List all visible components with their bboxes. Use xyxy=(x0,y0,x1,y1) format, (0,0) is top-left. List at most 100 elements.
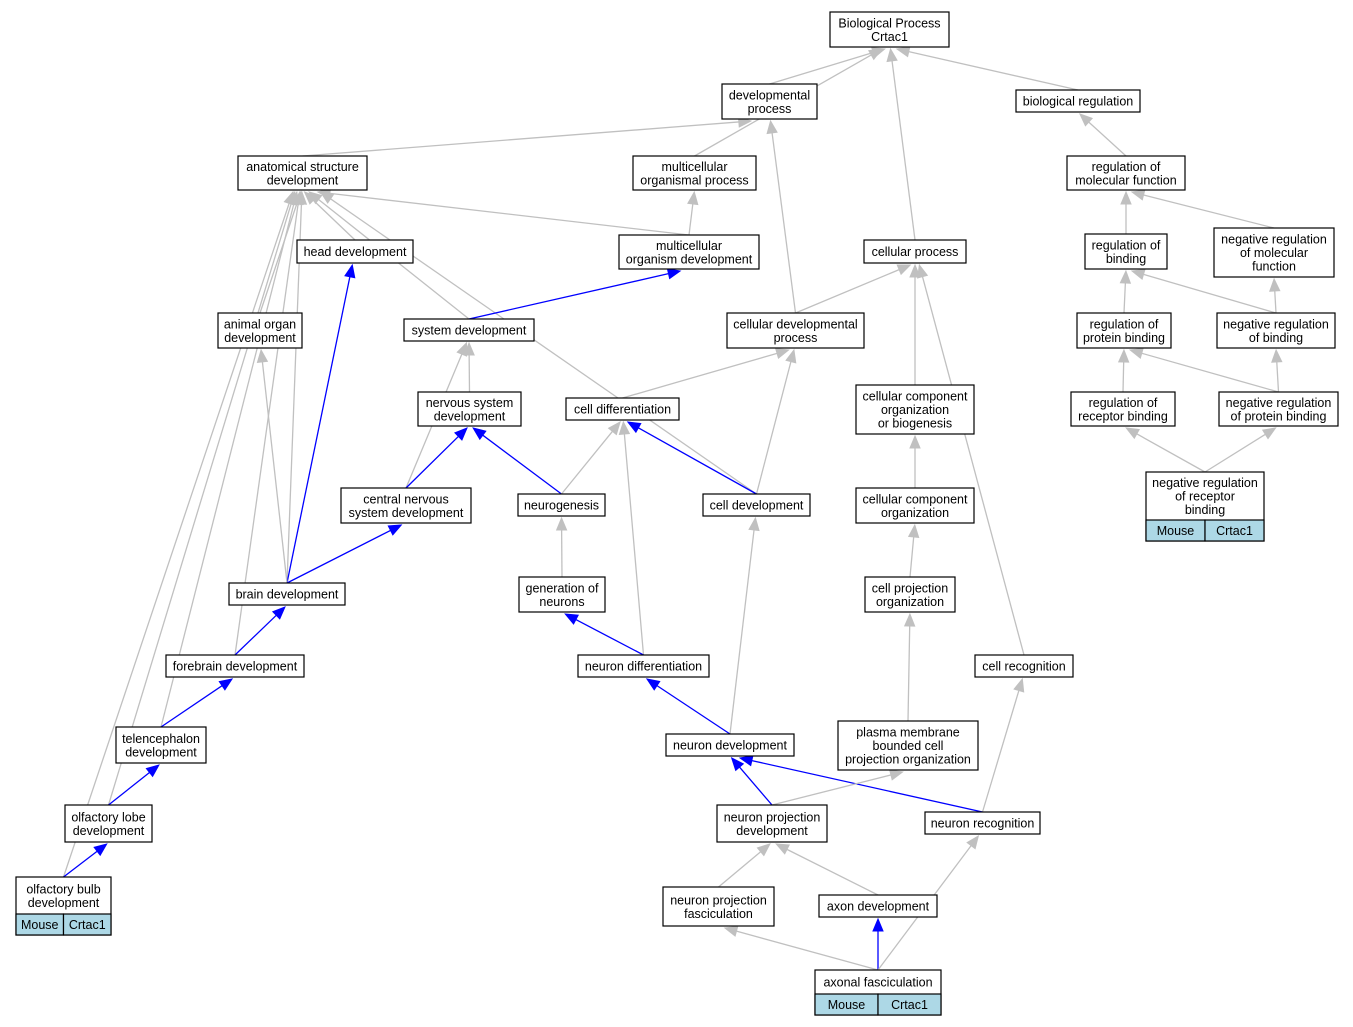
edge-line xyxy=(623,433,645,656)
edge-anat-to-devproc xyxy=(302,116,753,157)
edge-line xyxy=(907,625,911,722)
node-label: protein binding xyxy=(1083,331,1165,345)
node-label: bounded cell xyxy=(873,739,944,753)
node-neurogen[interactable]: neurogenesis xyxy=(517,493,606,517)
node-braindev[interactable]: brain development xyxy=(228,582,346,606)
node-bioreg[interactable]: biological regulation xyxy=(1015,89,1141,113)
edge-braindev-to-cnsdev xyxy=(286,524,403,584)
node-box xyxy=(818,894,938,918)
edge-line xyxy=(468,273,669,320)
node-label: animal organ xyxy=(224,317,296,331)
edge-arrowhead xyxy=(1269,277,1281,292)
edge-arrowhead xyxy=(472,427,487,441)
node-label: cellular developmental xyxy=(733,317,857,331)
edge-arrowhead xyxy=(1078,113,1094,127)
node-label: cell differentiation xyxy=(574,403,671,417)
node-label: neurons xyxy=(539,595,584,609)
node-headdev[interactable]: head development xyxy=(296,239,414,264)
edge-line xyxy=(286,276,351,584)
node-forebrain[interactable]: forebrain development xyxy=(165,654,305,678)
edge-line xyxy=(769,51,874,85)
edge-line xyxy=(908,51,1079,91)
node-box xyxy=(716,804,828,843)
edge-line xyxy=(160,203,295,728)
edge-arrowhead xyxy=(889,769,904,781)
node-cellrec[interactable]: cell recognition xyxy=(974,654,1074,678)
node-celldev[interactable]: cell development xyxy=(702,493,811,517)
edge-arrowhead xyxy=(1128,347,1144,359)
edge-line xyxy=(234,614,277,656)
node-neurrec[interactable]: neuron recognition xyxy=(924,811,1041,835)
edge-neurprojfas-to-neurprojdev xyxy=(718,843,771,888)
edge-line xyxy=(234,203,299,656)
edge-neurdiff-to-celldiff xyxy=(618,420,645,656)
edge-cellproc-to-bp xyxy=(886,47,916,241)
edges-layer xyxy=(62,46,1283,971)
edge-line xyxy=(1136,433,1206,473)
node-label: organization xyxy=(881,403,949,417)
node-box xyxy=(1076,312,1172,349)
edge-arrowhead xyxy=(785,348,797,364)
edge-arrowhead xyxy=(867,48,883,61)
edge-celldev-to-celldiff xyxy=(626,421,757,495)
edge-line xyxy=(63,850,98,878)
node-sysdev[interactable]: system development xyxy=(403,318,535,342)
node-cellproc[interactable]: cellular process xyxy=(863,239,967,264)
edge-neurprojdev-to-neurondev xyxy=(730,757,773,806)
edge-negregprot-to-regprot xyxy=(1128,347,1279,393)
edge-line xyxy=(736,930,879,971)
edge-arrowhead xyxy=(1271,348,1283,363)
edge-arrowhead xyxy=(618,420,631,435)
edge-arrowhead xyxy=(730,757,745,772)
edge-line xyxy=(1274,290,1277,314)
node-label: of receptor xyxy=(1175,490,1235,504)
node-label: neuron projection xyxy=(724,810,821,824)
node-celldiff[interactable]: cell differentiation xyxy=(565,397,680,421)
node-label: neuron differentiation xyxy=(585,660,702,674)
edge-cellproj-to-ccorg xyxy=(907,523,920,578)
edge-line xyxy=(786,848,879,896)
edge-celldevproc-to-cellproc xyxy=(795,264,912,314)
edge-arrowhead xyxy=(1261,427,1277,440)
node-neurdiff[interactable]: neuron differentiation xyxy=(577,654,710,678)
node-box xyxy=(1084,233,1168,270)
edge-telen-to-anat xyxy=(160,190,300,728)
edge-cellrec-to-cellproc xyxy=(917,263,1025,656)
tag-cell xyxy=(62,913,112,936)
edge-arrowhead xyxy=(748,516,760,532)
edge-forebrain-to-braindev xyxy=(234,606,286,656)
edge-arrowhead xyxy=(907,523,920,538)
node-box xyxy=(237,155,368,191)
node-box xyxy=(863,239,967,264)
node-neurondev[interactable]: neuron development xyxy=(665,733,795,757)
node-axondev[interactable]: axon development xyxy=(818,894,938,918)
